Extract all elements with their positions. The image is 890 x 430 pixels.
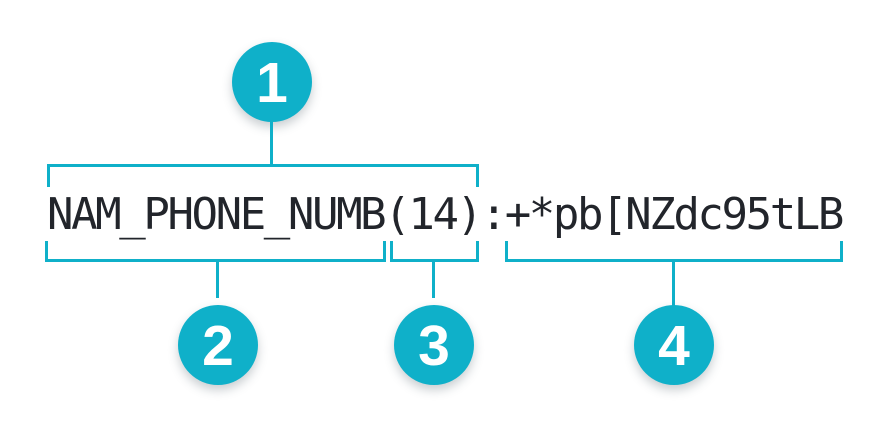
callout-4-stem — [672, 262, 675, 306]
callout-1-stem — [270, 121, 273, 164]
callout-2-stem — [216, 262, 219, 298]
callout-4-badge: 4 — [634, 305, 714, 385]
code-string: NAM_PHONE_NUMB(14):+*pb[NZdc95tLB — [47, 189, 844, 240]
callout-2-badge: 2 — [178, 305, 258, 385]
callout-1-bracket — [47, 164, 479, 187]
callout-3-stem — [432, 262, 435, 298]
callout-4-bracket — [505, 241, 843, 262]
callout-1-badge: 1 — [232, 42, 312, 122]
callout-3-badge: 3 — [394, 305, 474, 385]
callout-2-bracket — [45, 241, 386, 262]
callout-3-bracket — [390, 241, 479, 262]
